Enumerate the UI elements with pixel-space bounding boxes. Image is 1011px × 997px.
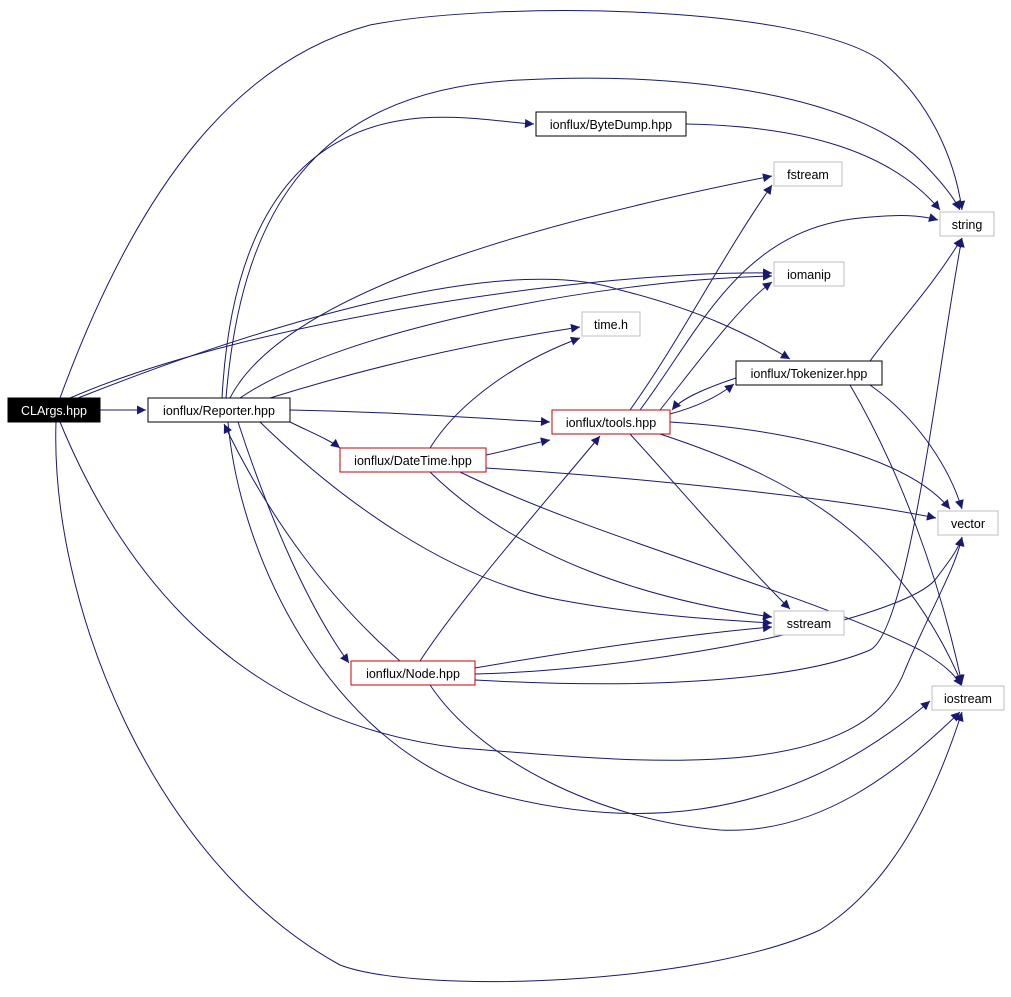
node-timeh: time.h xyxy=(581,311,641,337)
node-reporter[interactable]: ionflux/Reporter.hpp xyxy=(147,397,291,423)
edge-tools-to-tokenizer xyxy=(669,383,735,415)
node-label-sstream: sstream xyxy=(787,617,831,631)
node-label-vector: vector xyxy=(951,517,985,531)
edge-node-to-iostream xyxy=(429,684,961,831)
node-sstream: sstream xyxy=(773,610,845,636)
edge-datetime-to-sstream xyxy=(429,471,773,621)
edge-node-to-vector xyxy=(474,536,964,675)
node-iomanip: iomanip xyxy=(773,261,845,287)
node-label-string: string xyxy=(952,218,983,232)
edge-tools-to-iostream xyxy=(659,433,963,685)
edge-node-to-string xyxy=(474,237,965,685)
edge-tokenizer-to-tools xyxy=(671,377,737,411)
edge-clargs-to-string xyxy=(59,10,966,399)
edge-bytedump-to-string xyxy=(685,123,941,211)
edge-reporter-to-fstream xyxy=(229,173,773,399)
node-clargs: CLArgs.hpp xyxy=(7,397,101,423)
edge-node-to-sstream xyxy=(474,623,773,669)
node-bytedump[interactable]: ionflux/ByteDump.hpp xyxy=(535,111,687,137)
edge-tokenizer-to-vector xyxy=(869,384,964,510)
node-label-tools: ionflux/tools.hpp xyxy=(566,416,656,430)
edge-clargs-to-iomanip xyxy=(69,268,773,399)
edge-tools-to-vector xyxy=(669,421,951,510)
node-label-bytedump: ionflux/ByteDump.hpp xyxy=(550,118,672,132)
edge-tools-to-iomanip xyxy=(659,281,773,411)
node-label-iomanip: iomanip xyxy=(787,268,831,282)
node-datetime[interactable]: ionflux/DateTime.hpp xyxy=(339,447,487,473)
edge-reporter-to-iomanip xyxy=(239,271,773,399)
node-string: string xyxy=(939,211,995,237)
edge-reporter-to-timeh xyxy=(269,323,581,399)
edge-clargs-to-iostream xyxy=(55,421,964,983)
node-fstream: fstream xyxy=(773,161,843,187)
edge-tokenizer-to-string xyxy=(869,237,963,362)
edge-node-to-tools xyxy=(419,435,601,662)
edge-reporter-to-bytedump xyxy=(221,116,535,399)
edge-tools-to-fstream xyxy=(629,184,773,411)
node-label-clargs: CLArgs.hpp xyxy=(21,404,87,418)
node-node[interactable]: ionflux/Node.hpp xyxy=(350,660,476,686)
edge-reporter-to-iostream xyxy=(227,421,931,814)
edge-datetime-to-vector xyxy=(485,467,937,521)
edge-datetime-to-timeh xyxy=(429,336,581,449)
edge-node-to-reporter xyxy=(223,423,401,662)
edge-tools-to-sstream xyxy=(629,433,791,610)
edge-reporter-to-tools xyxy=(289,409,551,427)
edge-clargs-to-vector xyxy=(59,421,965,761)
edge-datetime-to-iostream xyxy=(459,471,963,687)
file-nodes: CLArgs.hpp ionflux/Reporter.hpp ionflux/… xyxy=(7,111,1005,711)
edge-clargs-to-tokenizer xyxy=(77,278,791,399)
node-label-datetime: ionflux/DateTime.hpp xyxy=(354,454,472,468)
edge-reporter-to-node xyxy=(237,421,350,664)
edge-tools-to-string xyxy=(639,213,939,411)
node-tools[interactable]: ionflux/tools.hpp xyxy=(551,409,671,435)
node-vector: vector xyxy=(937,510,999,536)
node-tokenizer[interactable]: ionflux/Tokenizer.hpp xyxy=(735,360,883,386)
edge-datetime-to-tools xyxy=(485,437,551,456)
node-label-iostream: iostream xyxy=(944,692,992,706)
node-iostream: iostream xyxy=(931,685,1005,711)
node-label-tokenizer: ionflux/Tokenizer.hpp xyxy=(751,367,868,381)
node-label-timeh: time.h xyxy=(594,318,628,332)
node-label-reporter: ionflux/Reporter.hpp xyxy=(163,404,275,418)
edge-reporter-to-sstream xyxy=(259,421,773,627)
dependency-edges xyxy=(55,10,966,983)
node-label-fstream: fstream xyxy=(787,168,829,182)
edge-reporter-to-string xyxy=(225,77,961,399)
node-label-node: ionflux/Node.hpp xyxy=(366,667,460,681)
edge-tokenizer-to-iostream xyxy=(849,384,965,685)
edge-reporter-to-datetime xyxy=(289,421,341,449)
